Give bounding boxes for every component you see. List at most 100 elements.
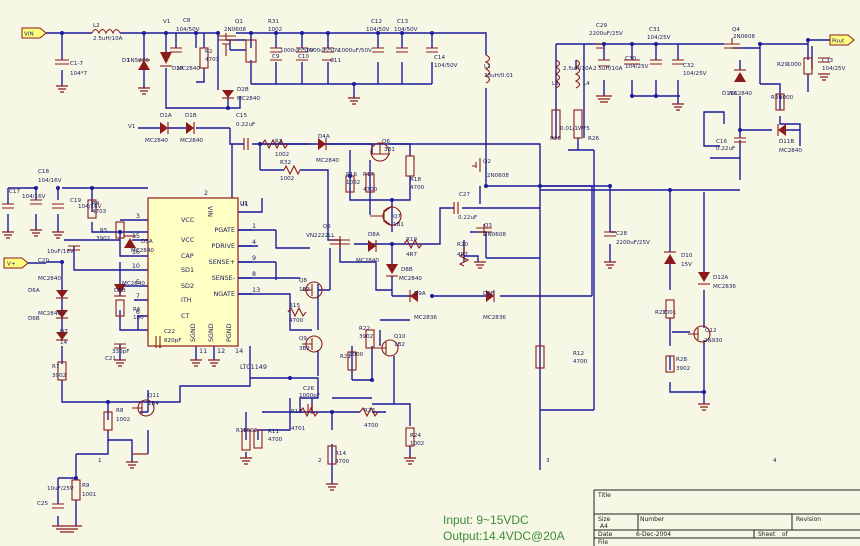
component-label: 3902 (676, 366, 690, 372)
component-label: V1 (163, 19, 171, 25)
component-label: 1002 (410, 441, 424, 447)
component-label: C32 (683, 63, 694, 69)
input-spec-note: Input: 9~15VDC (443, 513, 529, 527)
ic-pin-signal: VCC (181, 216, 195, 224)
component-label: MC2840 (779, 148, 802, 154)
component-label: 3902 (359, 334, 373, 340)
inductor-l2 (91, 28, 121, 35)
component-label: 330pF (112, 349, 129, 355)
component-label: 3902 (52, 373, 66, 379)
component-label: 1000pF (299, 393, 320, 399)
ic-pin-number: 9 (252, 254, 256, 262)
component-label: D2B (237, 87, 249, 93)
component-label: 1001 (662, 310, 677, 316)
component-label: 104/50V (394, 27, 418, 33)
component-label: 1001 (82, 492, 97, 498)
port-vin-label: VIN (24, 32, 34, 38)
component-label: 104/50V (366, 27, 390, 33)
junctions (34, 31, 810, 480)
component-label: MC2840 (237, 96, 260, 102)
component-label: R11 (268, 429, 279, 435)
component-label: 2N0608 (224, 27, 246, 33)
component-label: R2 (205, 49, 212, 55)
component-label: 1 (98, 458, 102, 464)
component-label: R8 (116, 408, 124, 414)
component-label: 820pF (164, 338, 181, 344)
component-label: 104/16V (38, 178, 62, 184)
component-label: 104/25V (647, 35, 671, 41)
component-label: R3 (275, 139, 283, 145)
component-label: Q8 (299, 278, 307, 284)
component-label: D10 (681, 253, 693, 259)
component-label: C26 (303, 386, 314, 392)
ic-pin-number: 10 (132, 262, 140, 270)
component-label: 33uH/0.01 (484, 73, 514, 79)
component-label: C25 (37, 501, 48, 507)
ic-pin-number: 12 (217, 347, 225, 355)
component-label: Q5 (323, 224, 331, 230)
component-label: 2 (318, 458, 322, 464)
component-label: 4700 (573, 359, 588, 365)
component-label: MC2840 (729, 91, 752, 97)
component-label: 1B2 (394, 342, 405, 348)
ic-pin-number: 2 (204, 189, 208, 197)
component-label: 1B1 (393, 222, 404, 228)
component-label: L4 (583, 81, 590, 87)
component-label: 4701 (291, 426, 306, 432)
component-label: 1002 (346, 180, 360, 186)
component-label: D6A (28, 288, 40, 294)
component-label: 3 (546, 458, 550, 464)
component-label: 1002 (243, 428, 257, 434)
component-label: C15 (236, 113, 247, 119)
component-label: MC2840 (122, 281, 145, 287)
component-label: R31 (268, 19, 279, 25)
component-label: 1002 (275, 152, 289, 158)
component-label: MC2840 (316, 158, 339, 164)
component-label: Q2 (483, 159, 491, 165)
component-label: MC2840 (131, 248, 154, 254)
ic-pin-signal: NGATE (213, 290, 235, 298)
component-label: C33 (822, 58, 833, 64)
component-label: MC2840 (145, 138, 168, 144)
component-label: Q4 (732, 27, 740, 33)
component-label: 4700 (364, 423, 379, 429)
component-label: 4 (773, 458, 777, 464)
component-label: MC2840 (38, 311, 61, 317)
component-label: Q9 (299, 336, 307, 342)
component-label: R9 (82, 483, 90, 489)
sheet-label: Sheet (758, 531, 776, 538)
component-label: C22 (164, 329, 175, 335)
component-label: 14 (60, 340, 68, 346)
ic-pin-signal: SGND (207, 323, 215, 342)
ic-pin-number: 4 (252, 238, 256, 246)
component-label: MC2840 (356, 258, 379, 264)
ic-pin-signal: CAP (181, 252, 194, 260)
component-label: C16 (716, 139, 727, 145)
component-label: 2200uF/25V (589, 31, 623, 37)
component-label: R4 (92, 201, 100, 207)
ic-pin-number: 6 (136, 308, 140, 316)
ic-pin-signal: SD2 (181, 282, 194, 290)
component-label: R10 (236, 428, 247, 434)
ic-pin-number: 14 (235, 347, 243, 355)
component-label: D9B (483, 291, 495, 297)
component-label: 100 (133, 315, 144, 321)
component-label: R21 (340, 354, 351, 360)
component-label: MC2840 (38, 276, 61, 282)
ic-pin-signal: SD1 (181, 266, 194, 274)
title-block: Title Size A4 Number Revision Date 6-Dec… (593, 489, 860, 546)
component-label: C31 (649, 27, 660, 33)
component-label: 2.5uH/10A (563, 66, 593, 72)
component-label: 1000uF/50V (280, 48, 314, 54)
components (2, 28, 830, 533)
component-label: 1002 (280, 176, 294, 182)
component-label: 0.22uF (458, 215, 477, 221)
component-label: 0.01/1W*5 (560, 126, 590, 132)
ic-pin-number: 7 (136, 292, 140, 300)
component-label: 104/25V (822, 66, 846, 72)
component-label: Q11 (148, 393, 160, 399)
component-label: 1000uF/50V (306, 48, 340, 54)
component-label: 1000 (787, 62, 802, 68)
